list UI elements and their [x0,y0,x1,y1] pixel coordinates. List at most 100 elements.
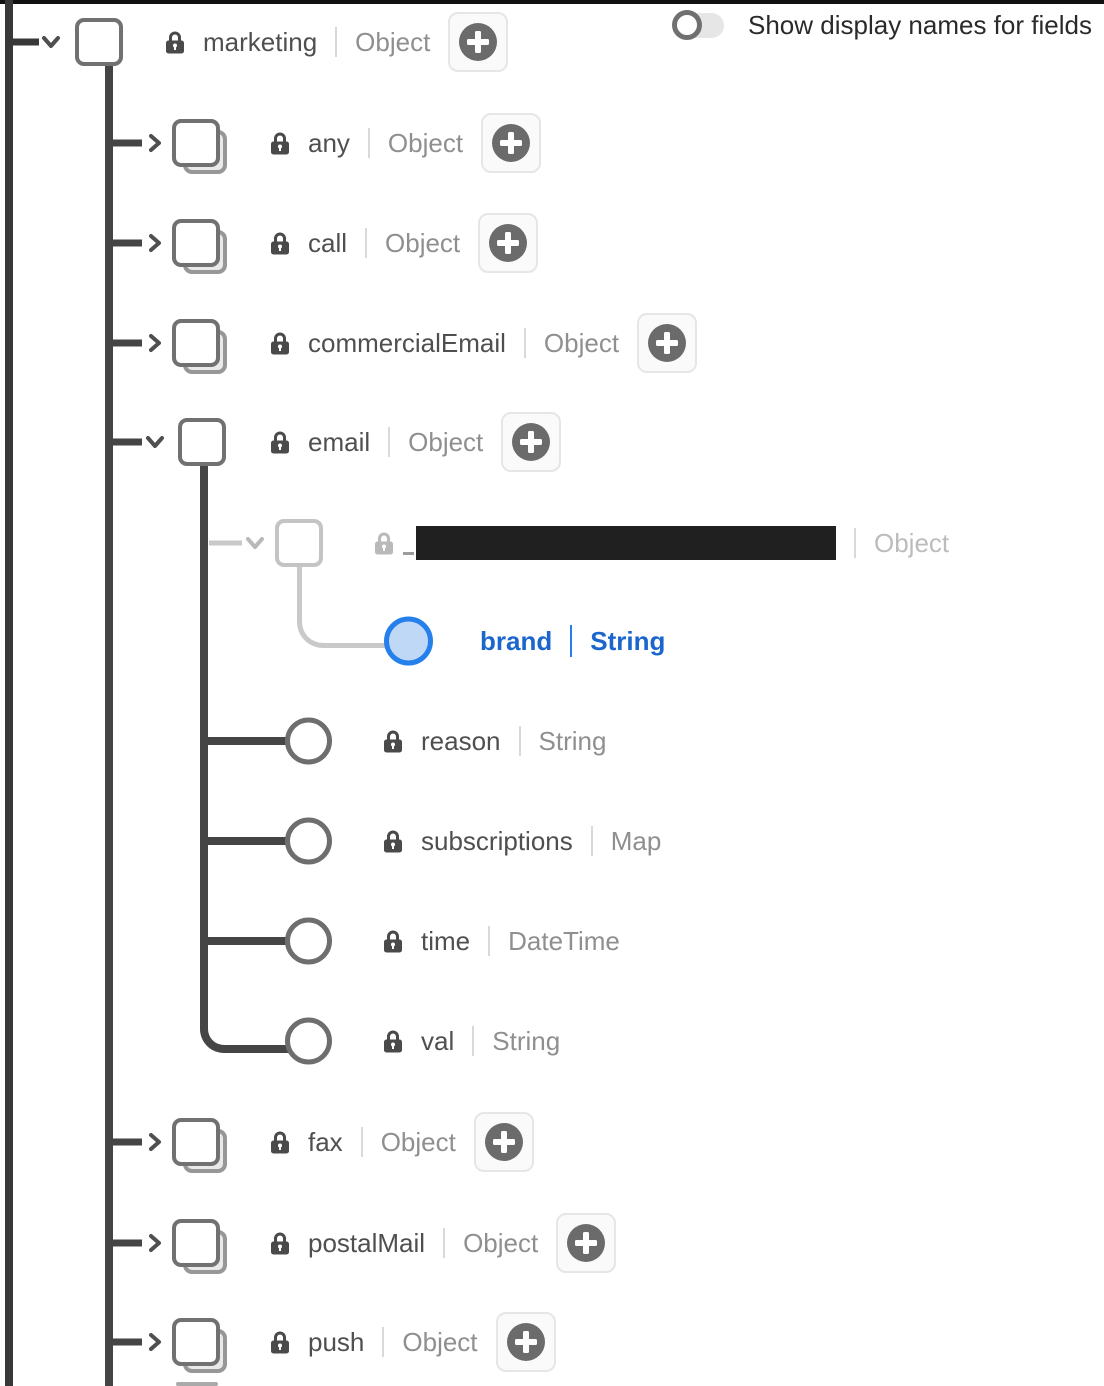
chevron-down-icon[interactable] [244,532,266,554]
lock-icon [270,1231,290,1255]
add-field-button[interactable] [637,313,698,373]
name-type-divider [488,926,491,956]
object-array-icon[interactable] [172,1219,230,1277]
lock-icon [374,531,394,555]
display-names-toggle-knob[interactable] [672,10,702,40]
object-icon[interactable] [178,418,226,466]
field-row-content: email Object [270,401,562,483]
field-name[interactable]: time [421,925,471,956]
field-type: Object [387,127,464,158]
field-type: String [590,625,666,656]
field-name[interactable]: subscriptions [421,825,573,856]
lock-icon [383,929,403,953]
name-type-divider [360,1127,363,1157]
add-field-button[interactable] [495,1312,556,1372]
name-type-divider [590,826,593,856]
name-type-divider [335,27,338,57]
tree-row-any: any Object [0,102,1104,184]
tree-row-fax: fax Object [0,1101,1104,1183]
field-icon[interactable] [285,917,332,965]
name-type-divider [382,1327,385,1357]
field-name[interactable]: fax [308,1126,343,1157]
tree-row-brand: brand String [0,600,1104,682]
field-name[interactable]: email [308,426,371,457]
field-type: DateTime [508,925,620,956]
field-type: Object [385,227,461,258]
tree-connector-stub [12,38,39,46]
field-name[interactable]: any [308,127,350,158]
chevron-down-icon[interactable] [40,31,62,53]
object-array-front-card [172,1219,220,1267]
lock-icon [270,1130,290,1154]
field-name[interactable]: val [421,1025,455,1056]
add-icon [512,423,551,461]
tree-connector-ghost-elbow [297,566,390,648]
tree-connector-stub [204,837,288,845]
tree-row-time: time DateTime [0,900,1104,982]
redacted-text-fragment [403,552,414,555]
tree-row-postalMail: postalMail Object [0,1202,1104,1284]
chevron-right-icon[interactable] [144,332,166,354]
field-type: Object [463,1227,539,1258]
add-field-button[interactable] [448,12,509,72]
lock-icon [270,131,290,155]
field-name[interactable]: call [308,227,348,258]
field-type: Object [380,1126,456,1157]
add-icon [459,23,498,61]
object-array-front-card [172,319,220,367]
object-icon[interactable] [275,519,323,567]
add-icon [648,324,687,362]
lock-icon [383,1029,403,1053]
field-name[interactable]: push [308,1326,365,1357]
field-icon[interactable] [285,1017,332,1065]
object-array-front-card [172,1318,220,1366]
redacted-field-name-wrap [403,526,836,560]
field-row-content: time DateTime [383,900,620,982]
tree-connector-stub [112,438,142,446]
chevron-right-icon[interactable] [144,1232,166,1254]
name-type-divider [472,1026,475,1056]
add-field-button[interactable] [481,113,542,173]
tree-connector-stub [112,239,142,247]
field-name[interactable]: marketing [203,26,318,57]
object-array-icon[interactable] [172,219,230,277]
object-array-icon[interactable] [172,1118,230,1176]
field-name[interactable]: postalMail [308,1227,426,1258]
add-field-button[interactable] [556,1213,617,1273]
object-array-icon[interactable] [172,119,230,177]
add-field-button[interactable] [478,213,539,273]
object-array-icon[interactable] [172,319,230,377]
add-field-button[interactable] [501,412,562,472]
field-type: Object [408,426,484,457]
chevron-right-icon[interactable] [144,1331,166,1353]
tree-connector-stub [204,737,288,745]
field-name[interactable]: commercialEmail [308,327,506,358]
field-icon[interactable] [285,717,332,765]
object-icon[interactable] [75,18,123,66]
name-type-divider [365,228,368,258]
chevron-down-icon[interactable] [144,431,166,453]
tree-connector-stub [112,1338,142,1346]
lock-icon [383,829,403,853]
tree-connector-stub [112,1138,142,1146]
field-name[interactable]: brand [480,625,553,656]
redacted-field-name[interactable] [416,526,836,560]
object-array-icon[interactable] [172,1318,230,1376]
add-field-button[interactable] [473,1112,534,1172]
chevron-right-icon[interactable] [144,132,166,154]
chevron-right-icon[interactable] [144,232,166,254]
tree-row-redacted: Object [0,502,1104,584]
tree-connector-stub [112,1239,142,1247]
lock-icon [270,1330,290,1354]
chevron-right-icon[interactable] [144,1131,166,1153]
field-icon[interactable] [285,817,332,865]
field-icon[interactable] [384,616,433,666]
field-name[interactable]: reason [421,725,501,756]
field-type: Object [402,1326,478,1357]
